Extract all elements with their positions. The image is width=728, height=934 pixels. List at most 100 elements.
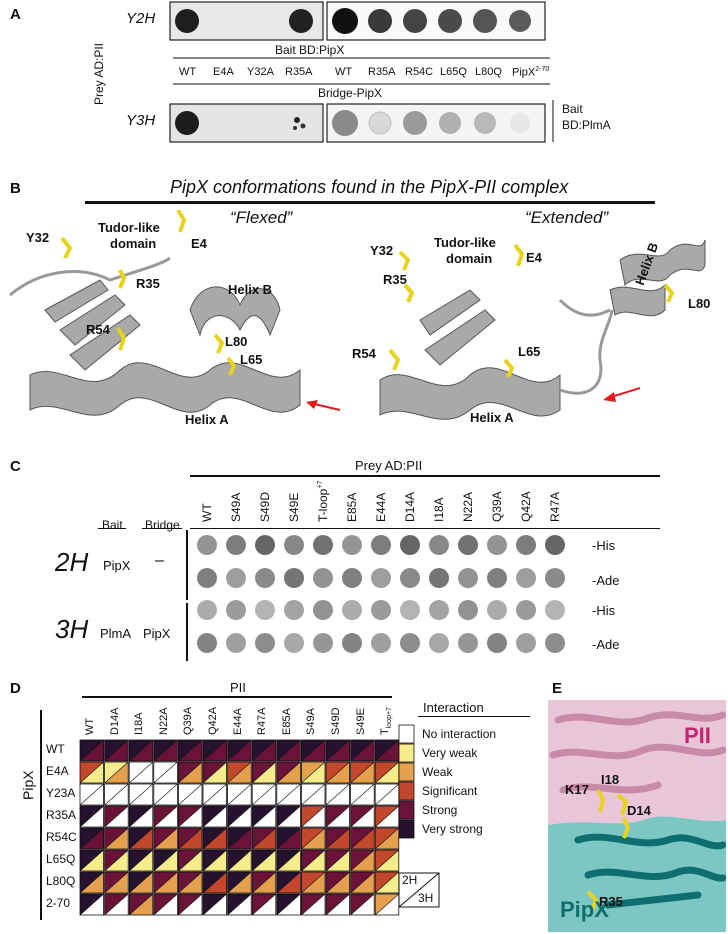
cell-3h (129, 828, 153, 849)
cell-border (104, 761, 129, 784)
cell-border (178, 783, 203, 806)
cell-3h (104, 784, 129, 805)
cell-diagonal (178, 805, 203, 828)
colony-spot (474, 112, 496, 134)
cell-3h (80, 784, 104, 805)
cell-border (104, 827, 129, 850)
cell-diagonal (276, 739, 301, 762)
helix-label: Helix A (470, 410, 514, 425)
grid-row-header: L65Q (46, 852, 76, 866)
col-header: N22A (461, 491, 475, 522)
grid-row-header: WT (46, 742, 65, 756)
cell-border (128, 783, 154, 806)
cell-diagonal (202, 871, 227, 894)
panel-c-label: C (10, 458, 21, 475)
yeast-spot (226, 600, 246, 620)
panel-c-prey-rule (190, 475, 660, 477)
legend-swatch (398, 724, 415, 744)
cell-diagonal (202, 827, 227, 850)
cell-3h (178, 894, 202, 915)
cell-border (350, 849, 375, 872)
cell-border (227, 871, 252, 894)
cell-diagonal (79, 805, 104, 828)
pipx-ribbon (604, 891, 702, 909)
cell-3h (153, 740, 178, 761)
helix-b-ribbon (609, 283, 666, 317)
h2-label: 2H (55, 547, 89, 577)
cell-border (202, 739, 228, 762)
cell-border (128, 893, 154, 916)
yeast-spot (284, 535, 304, 555)
grid-col-header: Q42A (207, 706, 219, 735)
interface-sidechains (586, 789, 631, 911)
yeast-spot (371, 633, 391, 653)
helix-a-ribbon (379, 367, 561, 420)
pipx-structures (9, 210, 706, 420)
cell-border (300, 761, 326, 784)
legend-label: Very weak (422, 746, 478, 760)
cell-diagonal (104, 871, 129, 894)
yeast-spot (516, 535, 536, 555)
cell-3h (104, 806, 129, 827)
helix-a-ribbon (29, 362, 301, 416)
cell-border (374, 849, 400, 872)
l65-sidechain (226, 356, 237, 376)
cell-diagonal (153, 893, 178, 916)
cell-diagonal (227, 893, 252, 916)
bridge-header-rule (142, 528, 182, 529)
helix-b-ribbon (189, 286, 281, 337)
cell-border (153, 827, 178, 850)
cell-diagonal (301, 849, 326, 872)
cell-diagonal (202, 761, 227, 784)
cell-border (325, 783, 351, 806)
legend-swatch (398, 800, 415, 820)
cell-diagonal (325, 849, 350, 872)
grid-col-header: I18A (133, 712, 146, 735)
cell-diagonal (350, 871, 375, 894)
col-header: R47A (548, 491, 562, 522)
pipx-ribbon (584, 866, 726, 882)
cell-3h (129, 762, 153, 783)
panel-c-prey: Prey AD:PII (355, 458, 423, 473)
yeast-spot (516, 568, 536, 588)
y3h-right-plate (326, 103, 546, 143)
residue-label: E4 (191, 236, 207, 251)
cell-border (325, 827, 351, 850)
cell-diagonal (153, 849, 178, 872)
cell-3h (104, 894, 129, 915)
cell-border (79, 871, 105, 894)
col-label-sup: 2-70 (535, 66, 550, 73)
cell-diagonal (129, 871, 153, 894)
yeast-spot (342, 600, 362, 620)
cell-3h (104, 740, 129, 761)
col-header: D14A (403, 491, 417, 522)
cell-border (153, 805, 178, 828)
residue-label: R35 (136, 276, 160, 291)
legend-swatch (398, 819, 415, 839)
bait-header: Bait (102, 518, 123, 532)
cell-diagonal (178, 871, 203, 894)
grid-col-header: S49E (354, 708, 367, 735)
extended-loop (558, 298, 611, 317)
cell-border (350, 739, 375, 762)
cell-border (202, 849, 228, 872)
cell-3h (153, 806, 178, 827)
yeast-spot (255, 633, 275, 653)
cell-diagonal (252, 893, 276, 916)
cell-border (276, 761, 301, 784)
cell-diagonal (325, 827, 350, 850)
cell-border (300, 871, 326, 894)
cell-border (178, 805, 203, 828)
legend-label: Weak (422, 765, 453, 779)
yeast-spot (255, 568, 275, 588)
cell-diagonal (227, 827, 252, 850)
legend-swatch (398, 762, 415, 782)
cell-diagonal (276, 893, 301, 916)
cell-diagonal (252, 827, 276, 850)
cell-border (153, 893, 178, 916)
yeast-spot (313, 568, 333, 588)
cell-diagonal (79, 827, 104, 850)
yeast-spot (516, 600, 536, 620)
cell-border (178, 827, 203, 850)
cell-diagonal (104, 849, 129, 872)
